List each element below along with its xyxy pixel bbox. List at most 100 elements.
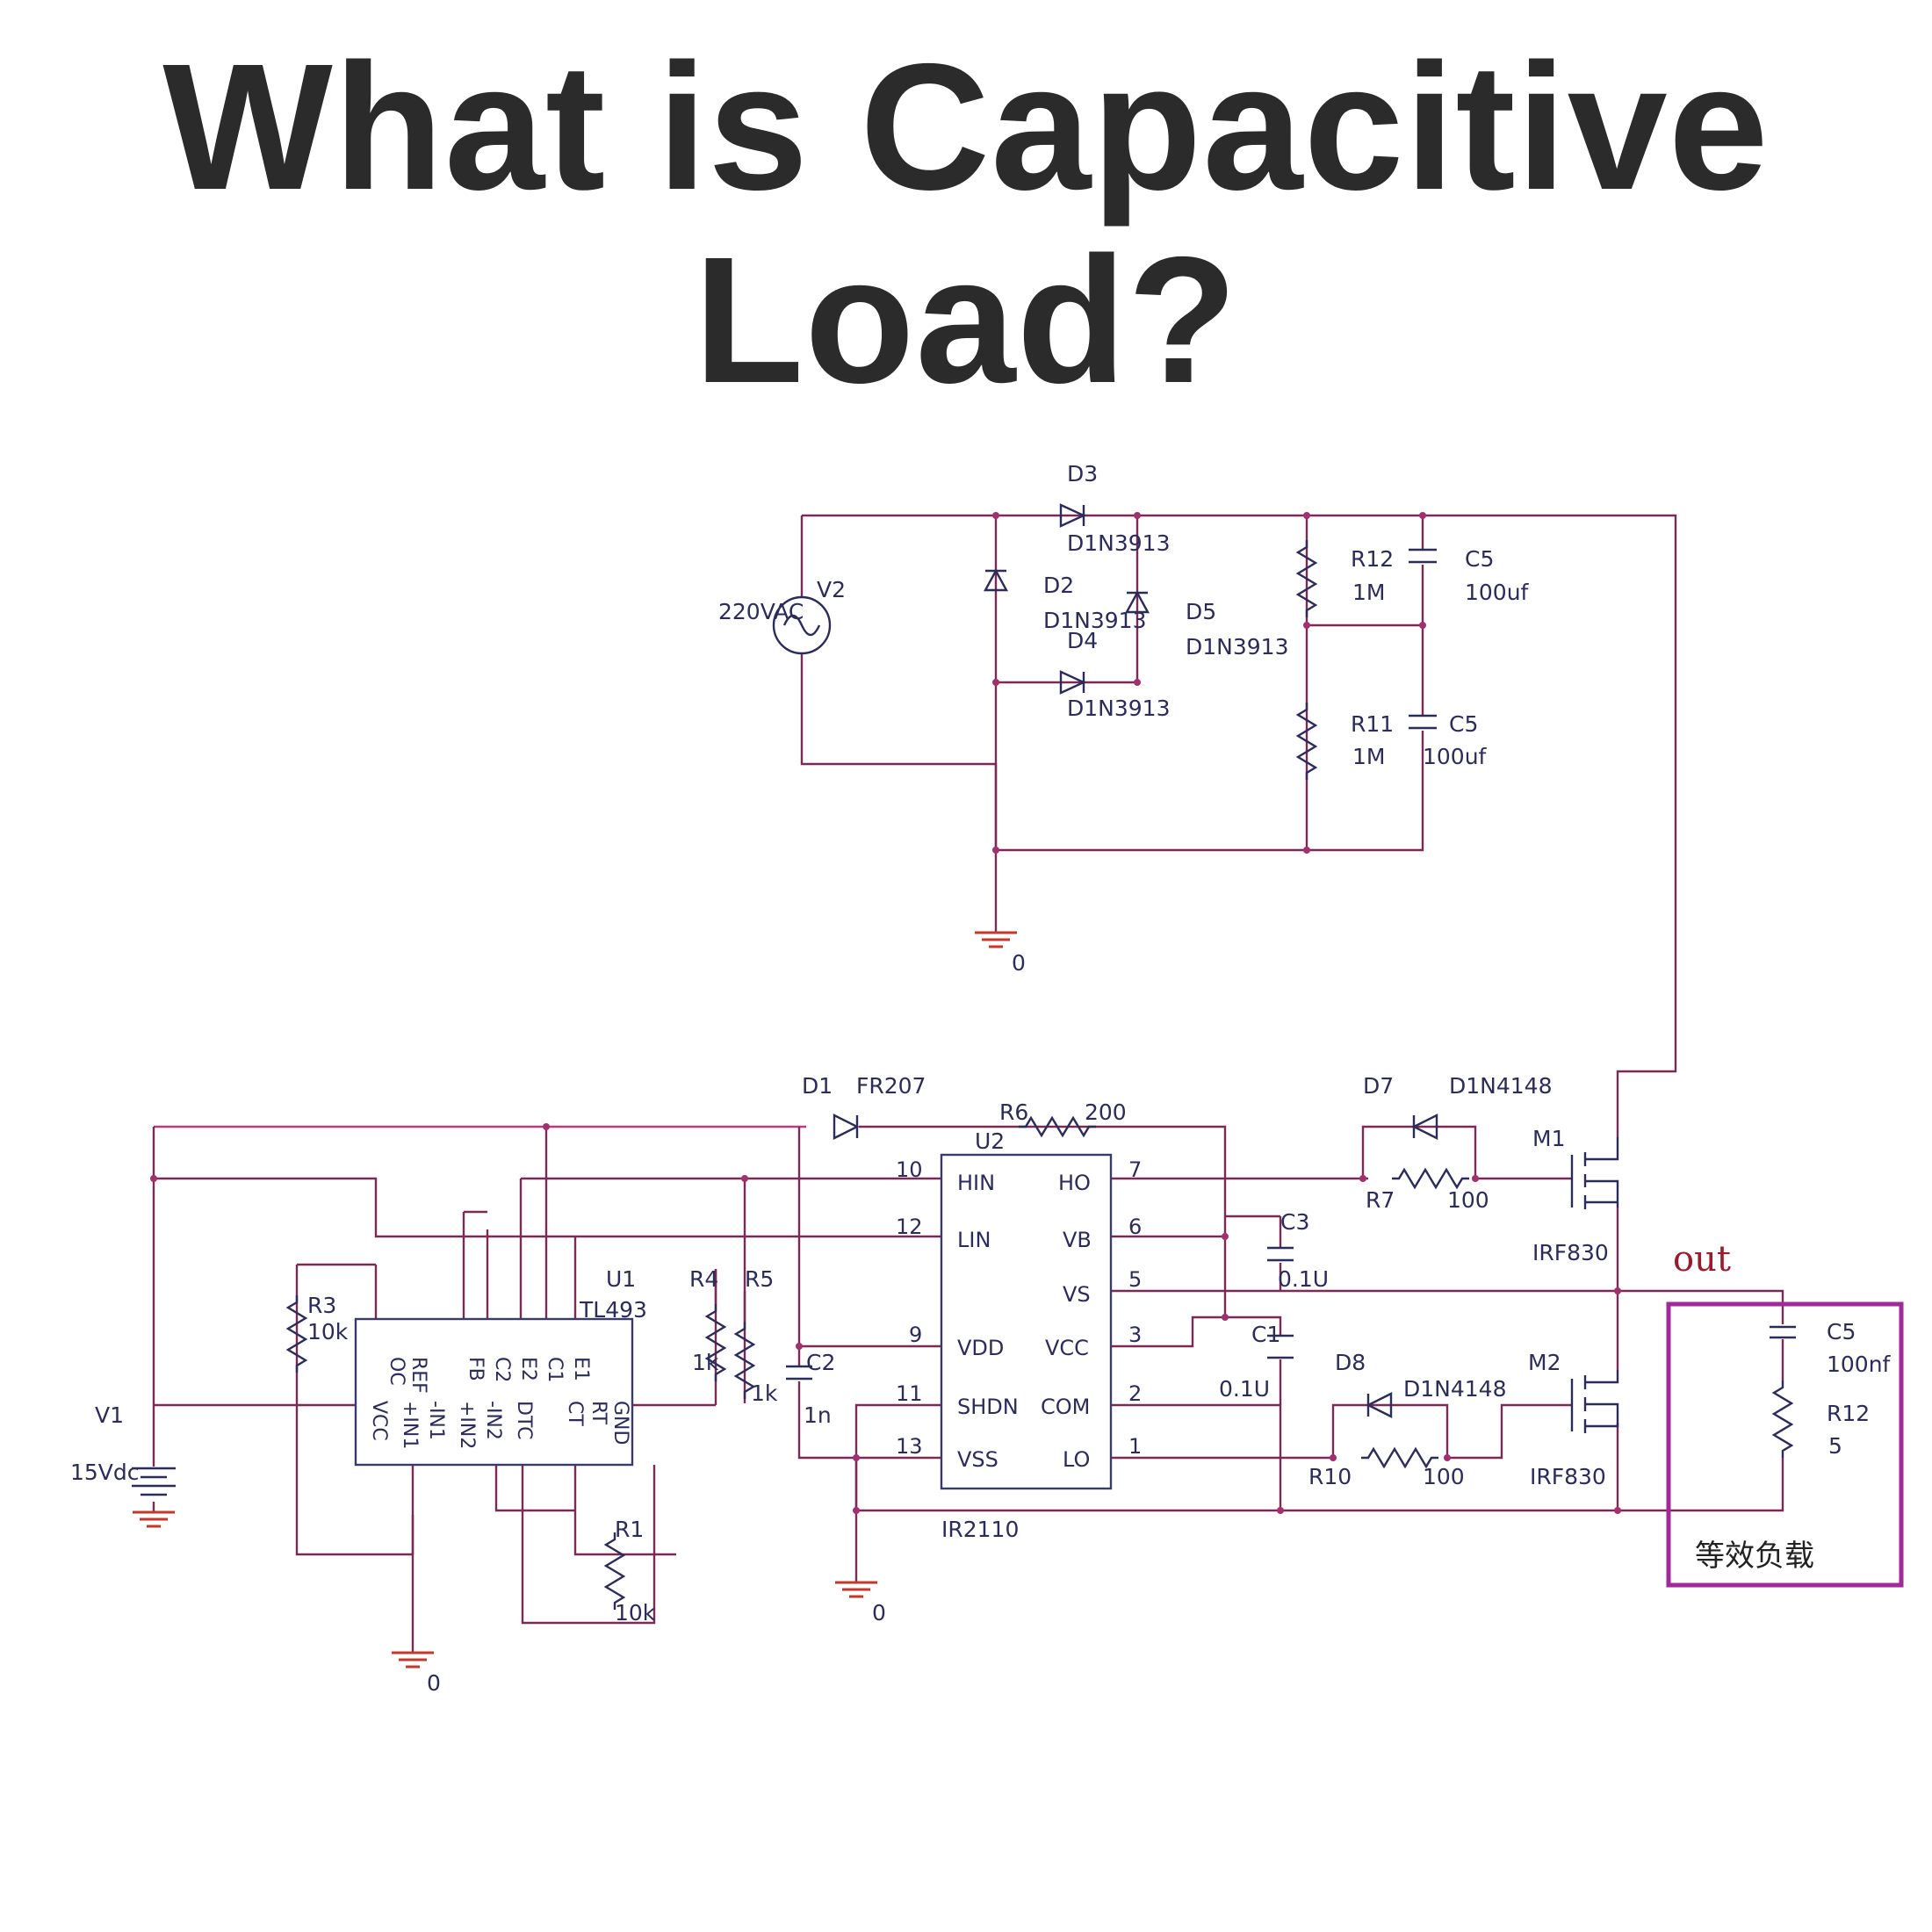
u2-pin-num-6: 6 (1128, 1215, 1142, 1239)
u2-part: IR2110 (941, 1517, 1019, 1542)
ground-u1-label: 0 (427, 1670, 441, 1696)
diode-d7: D7 D1N4148 (1363, 1073, 1552, 1140)
r10-name: R10 (1308, 1464, 1352, 1489)
equivalent-load-box: C5 100nf R12 5 等效负载 (1666, 1301, 1904, 1588)
r5-value: 1k (751, 1381, 778, 1406)
ac-source-v2: 220VAC V2 (718, 577, 846, 655)
d5-part: D1N3913 (1186, 634, 1288, 660)
capacitor-c5-top: C5 100uf (1409, 546, 1530, 605)
u2-name: U2 (975, 1128, 1005, 1154)
r12-top-value: 1M (1352, 580, 1385, 605)
u2-pin-vdd: VDD (957, 1336, 1004, 1360)
d2-name: D2 (1043, 573, 1074, 598)
page-title-line-1: What is Capacitive (162, 26, 1770, 227)
u2-pin-lin: LIN (957, 1228, 991, 1252)
u2-pin-com: COM (1041, 1395, 1090, 1419)
d7-part: D1N4148 (1449, 1073, 1552, 1099)
m1-name: M1 (1532, 1126, 1565, 1151)
c2-value: 1n (804, 1402, 832, 1428)
resistor-r5: R5 1k (734, 1266, 778, 1406)
u2-pin-vss: VSS (957, 1447, 998, 1472)
c1-name: C1 (1251, 1322, 1280, 1347)
diode-d3: D3 D1N3913 (1059, 461, 1170, 556)
u2-pin-vb: VB (1063, 1228, 1092, 1252)
u1-tl493: U1 TL493 OC REF FB C2 E2 C1 E1 VCC +IN1 … (154, 1263, 717, 1642)
load-label: 等效负载 (1695, 1539, 1814, 1574)
c5-top-name: C5 (1465, 546, 1494, 572)
capacitor-c1: C1 0.1U (1219, 1322, 1294, 1402)
driver-wiring (150, 1123, 1784, 1572)
c5-mid-name: C5 (1449, 711, 1478, 737)
u2-ir2110: U2 IR2110 10 HIN 12 LIN 9 VDD 11 SHDN 13… (896, 1128, 1142, 1542)
c5-mid-value: 100uf (1423, 744, 1488, 769)
mosfet-m2: M2 IRF830 (1528, 1350, 1619, 1489)
m1-part: IRF830 (1532, 1240, 1609, 1265)
u1-pin-in2n: -IN2 (482, 1401, 504, 1440)
u2-pin-num-1: 1 (1128, 1434, 1142, 1459)
u1-pin-oc: OC (386, 1357, 407, 1386)
r7-value: 100 (1447, 1187, 1489, 1213)
c3-name: C3 (1280, 1209, 1309, 1235)
u1-name: U1 (606, 1266, 636, 1292)
u1-pin-e1: E1 (570, 1357, 592, 1381)
resistor-r3: R3 10k (286, 1293, 349, 1374)
resistor-r1: R1 10k (604, 1517, 656, 1626)
r12-load-name: R12 (1827, 1401, 1870, 1426)
ground-u2: 0 (833, 1570, 886, 1626)
u1-pin-ct: CT (564, 1401, 586, 1426)
r7-name: R7 (1366, 1187, 1395, 1213)
page-title-line-2: Load? (694, 220, 1238, 421)
u2-pin-shdn: SHDN (957, 1395, 1019, 1419)
c5-top-value: 100uf (1465, 580, 1530, 605)
diode-d4: D4 D1N3913 (1059, 628, 1170, 721)
c5-load-name: C5 (1827, 1319, 1856, 1344)
u2-pin-num-3: 3 (1128, 1323, 1142, 1347)
v2-name: V2 (817, 577, 846, 602)
diode-d2: D2 D1N3913 (983, 568, 1146, 633)
resistor-r6: R6 200 (999, 1099, 1127, 1137)
r10-value: 100 (1423, 1464, 1465, 1489)
v1-name: V1 (95, 1402, 124, 1428)
d7-name: D7 (1363, 1073, 1394, 1099)
u2-pin-num-13: 13 (896, 1434, 923, 1459)
u1-pin-e2: E2 (517, 1357, 539, 1381)
d3-name: D3 (1067, 461, 1098, 487)
ground-top: 0 (973, 920, 1026, 976)
rectifier-section (800, 512, 1677, 1137)
r11-value: 1M (1352, 744, 1385, 769)
u1-pin-gnd: GND (609, 1401, 631, 1445)
resistor-r10: R10 100 (1308, 1447, 1465, 1489)
m2-name: M2 (1528, 1350, 1561, 1375)
r1-value: 10k (615, 1600, 656, 1626)
u2-pin-vcc: VCC (1045, 1336, 1089, 1360)
c3-value: 0.1U (1278, 1266, 1329, 1292)
u1-pin-vcc: VCC (368, 1401, 390, 1441)
d4-name: D4 (1067, 628, 1098, 653)
dc-source-v1: V1 15Vdc (70, 1402, 177, 1528)
resistor-r11: R11 1M (1296, 701, 1394, 782)
ground-u2-label: 0 (872, 1600, 886, 1626)
capacitor-c5-mid: C5 100uf (1409, 711, 1488, 769)
c5-load-value: 100nf (1827, 1352, 1892, 1377)
resistor-r12-top: R12 1M (1296, 538, 1394, 619)
u1-pin-dtc: DTC (513, 1401, 535, 1439)
u1-pin-in1p: +IN1 (399, 1401, 421, 1449)
r6-name: R6 (999, 1099, 1028, 1125)
u2-pin-num-2: 2 (1128, 1381, 1142, 1406)
u2-pin-vs: VS (1063, 1282, 1091, 1307)
d3-part: D1N3913 (1067, 530, 1170, 556)
u2-pin-ho: HO (1058, 1171, 1091, 1195)
d4-part: D1N3913 (1067, 696, 1170, 721)
u2-pin-num-11: 11 (896, 1381, 923, 1406)
capacitor-c2: C2 1n (786, 1350, 835, 1428)
r1-name: R1 (615, 1517, 644, 1542)
u1-pin-in2p: +IN2 (456, 1401, 478, 1449)
r5-name: R5 (745, 1266, 774, 1292)
u2-pin-hin: HIN (957, 1171, 995, 1195)
u1-pin-fb: FB (465, 1357, 487, 1381)
u2-pin-num-12: 12 (896, 1215, 923, 1239)
capacitor-c3: C3 0.1U (1267, 1209, 1329, 1292)
d8-part: D1N4148 (1403, 1376, 1506, 1402)
d5-name: D5 (1186, 599, 1216, 624)
